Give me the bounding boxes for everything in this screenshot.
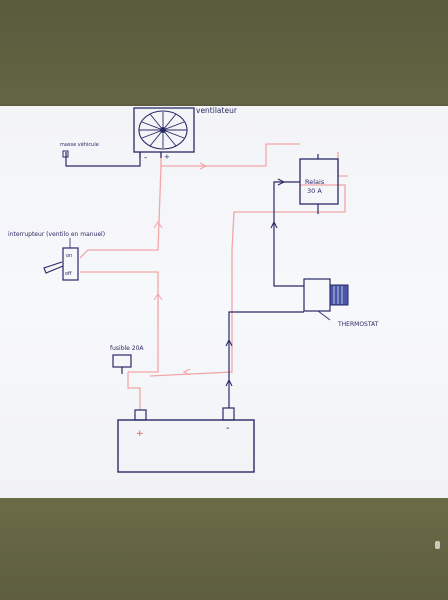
battery-terminal-minus [222,407,235,421]
battery-minus-label: - [226,423,230,434]
switch-lever [43,261,64,274]
fuse-label: fusible 20A [110,345,144,352]
background-bottom [0,498,448,600]
thermostat-probe [329,284,349,306]
background-top [0,0,448,110]
masse-vehicule-label: masse véhicule [60,141,99,148]
table-speck [435,541,440,549]
interrupteur-label: interrupteur (ventilo en manuel) [8,231,105,238]
fuse-body [112,354,132,368]
thermostat: THERMOSTAT [303,278,379,328]
relay-label: Relais [305,178,325,186]
wire-ground-fan [65,152,141,167]
wire-fan-plus [160,143,300,167]
red-arrow-4 [182,368,191,376]
thermostat-leader [317,310,331,321]
arrow-right-1 [277,178,286,186]
switch-off-label: off [65,271,72,277]
switch: on off interrupteur (ventilo en manuel) [8,231,105,281]
red-arrow-3 [199,162,208,170]
negative-wires [65,152,319,408]
fan-hub [160,127,166,133]
ventilateur-label: ventilateur [196,106,238,115]
battery: + - [117,407,255,473]
relay: Relais 30 A [299,154,339,205]
fan-minus-label: - [144,153,147,163]
flow-arrows [225,178,286,387]
battery-plus-label: + [136,429,144,439]
ground-terminal [62,150,69,158]
arrow-up-3 [225,378,233,387]
fan-plus-label: + [164,153,170,161]
wire-battery-thermostat [228,311,304,408]
battery-body [117,419,255,473]
fan: - + ventilateur [133,106,238,163]
arrow-up-2 [270,220,278,229]
wire-fuse-battery [127,372,141,410]
wire-switch-fuse [80,271,159,373]
battery-terminal-plus [134,409,147,421]
fan-frame [133,107,195,153]
positive-wires [79,143,348,410]
thermostat-label: THERMOSTAT [337,321,379,328]
switch-on-label: on [66,253,72,259]
fuse: fusible 20A [110,345,144,374]
red-arrows [153,162,208,376]
wire-thermostat-relay [273,181,304,287]
thermostat-body [303,278,331,312]
wire-relay-top [337,152,348,177]
wire-relay-out [149,184,346,377]
arrow-up-1 [225,338,233,347]
thermostat-probe-threads [333,286,343,304]
paper-sheet [0,106,448,502]
relay-box [299,158,339,205]
switch-body [62,247,79,281]
red-arrow-1 [153,221,163,229]
red-arrow-2 [153,293,163,301]
wire-to-switch [79,165,162,259]
vehicle-ground: masse véhicule [60,141,99,158]
relay-rating-label: 30 A [307,187,322,195]
